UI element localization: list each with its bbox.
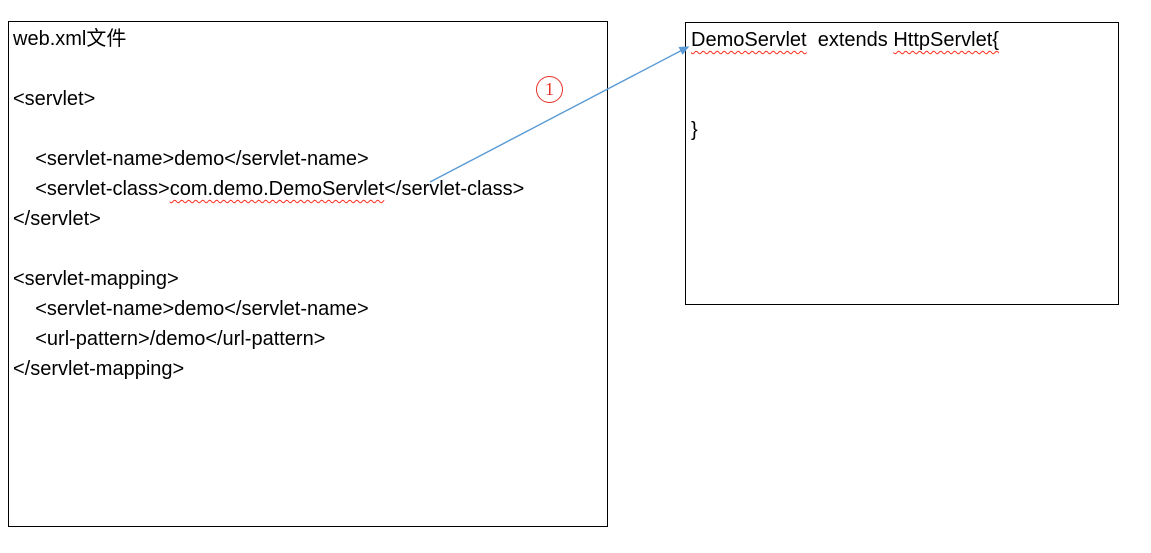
- servlet-class-open-tag: <servlet-class>: [13, 178, 170, 200]
- xml-line-url-pattern: <url-pattern>/demo</url-pattern>: [13, 328, 326, 350]
- xml-line-servlet-name: <servlet-name>demo</servlet-name>: [13, 148, 369, 170]
- xml-line-mapping-close: </servlet-mapping>: [13, 358, 185, 380]
- xml-line-servlet-close: </servlet>: [13, 208, 101, 230]
- extends-keyword: extends: [806, 29, 894, 51]
- webxml-box: web.xml文件 <servlet> <servlet-name>demo</…: [8, 21, 608, 527]
- class-name: DemoServlet: [691, 29, 807, 51]
- class-declaration-line: DemoServlet extends HttpServlet{: [691, 25, 1112, 55]
- closing-brace-line: }: [691, 119, 698, 141]
- servlet-class-close-tag: </servlet-class>: [384, 178, 525, 200]
- xml-line-mapping-open: <servlet-mapping>: [13, 268, 179, 290]
- webxml-title: web.xml文件: [13, 28, 127, 50]
- servlet-class-value: com.demo.DemoServlet: [169, 178, 385, 200]
- blank-line: [13, 234, 601, 264]
- blank-line: [13, 114, 601, 144]
- blank-line: [691, 55, 1112, 85]
- xml-line-mapping-servlet-name: <servlet-name>demo</servlet-name>: [13, 298, 369, 320]
- xml-line-servlet-class: <servlet-class>com.demo.DemoServlet</ser…: [13, 174, 601, 204]
- servlet-class-box: DemoServlet extends HttpServlet{ }: [685, 22, 1119, 305]
- step-1-badge: 1: [536, 76, 563, 103]
- blank-line: [13, 54, 601, 84]
- superclass-name: HttpServlet{: [893, 29, 999, 51]
- blank-line: [691, 85, 1112, 115]
- xml-line-servlet-open: <servlet>: [13, 88, 96, 110]
